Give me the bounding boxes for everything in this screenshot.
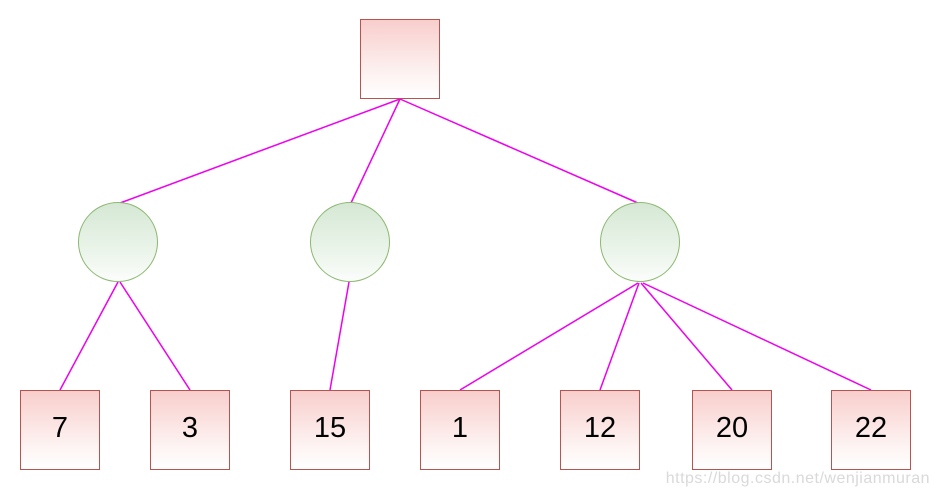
- leaf-value: 22: [854, 411, 888, 444]
- leaf-node: 3: [150, 390, 230, 470]
- leaf-node: 22: [831, 390, 911, 470]
- leaf-node: 7: [20, 390, 100, 470]
- leaf-node: 15: [290, 390, 370, 470]
- edge-circle3-leaf1: [459, 282, 639, 391]
- leaf-value: 7: [51, 411, 69, 444]
- internal-node-1: [78, 202, 158, 282]
- edge-root-circle1: [119, 98, 401, 204]
- leaf-value: 20: [715, 411, 749, 444]
- edge-circle3-leaf20: [640, 282, 733, 391]
- leaf-node: 20: [692, 390, 772, 470]
- internal-node-2: [310, 202, 390, 282]
- edge-root-circle3: [399, 98, 639, 204]
- leaf-node: 12: [560, 390, 640, 470]
- leaf-value: 3: [181, 411, 199, 444]
- edge-circle1-leaf3: [119, 281, 191, 391]
- root-node: [360, 19, 440, 99]
- internal-node-3: [600, 202, 680, 282]
- edge-circle2-leaf15: [329, 281, 350, 391]
- leaf-value: 15: [313, 411, 347, 444]
- edge-circle3-leaf12: [599, 282, 640, 391]
- edge-circle1-leaf7: [59, 281, 119, 391]
- watermark-text: https://blog.csdn.net/wenjianmuran: [665, 470, 930, 487]
- leaf-node: 1: [420, 390, 500, 470]
- edge-root-circle2: [350, 98, 401, 204]
- leaf-value: 12: [583, 411, 617, 444]
- edge-circle3-leaf22: [642, 282, 872, 391]
- leaf-value: 1: [451, 411, 469, 444]
